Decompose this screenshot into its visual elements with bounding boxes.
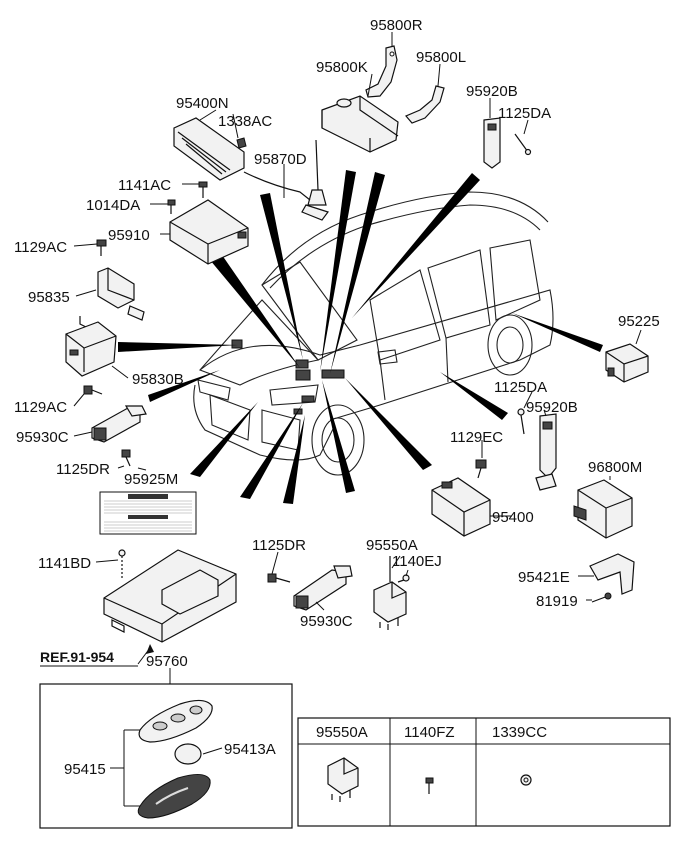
- module-95760: [103, 549, 237, 643]
- label-1125DA-right: 1125DA: [494, 379, 547, 396]
- ref-label: REF.91-954: [40, 649, 114, 665]
- label-95415: 95415: [64, 761, 106, 778]
- label-95835: 95835: [28, 289, 70, 306]
- wedge-95920B-top: [352, 173, 480, 318]
- part-labels: 95800R 95800K 95800L 95400N 1338AC 95920…: [14, 17, 660, 778]
- label-1141AC: 1141AC: [118, 177, 171, 194]
- module-95400: [431, 477, 491, 537]
- module-95910: [169, 199, 249, 265]
- wedge-95800-2: [330, 172, 385, 374]
- clip-1338AC: [236, 137, 247, 149]
- label-1125DR-center: 1125DR: [252, 537, 306, 554]
- label-95225: 95225: [618, 313, 660, 330]
- sensor-95930C-center: [293, 565, 353, 611]
- bolt-1140EJ: [397, 574, 410, 583]
- parts-table: [297, 717, 671, 827]
- label-1125DA-top: 1125DA: [498, 105, 551, 122]
- bracket-95800L: [405, 85, 445, 124]
- leader-lines: [40, 32, 642, 684]
- label-95910: 95910: [108, 227, 150, 244]
- sensor-95930C-left: [91, 405, 147, 443]
- label-95400N: 95400N: [176, 95, 229, 112]
- label-1129AC-bottom: 1129AC: [14, 399, 67, 416]
- wedge-95830B: [118, 342, 238, 352]
- wedge-95225: [512, 313, 603, 352]
- bracket-95800R: [365, 45, 398, 98]
- relay-95550A: [373, 556, 407, 630]
- label-95870D: 95870D: [254, 151, 307, 168]
- module-95400N: [173, 117, 245, 181]
- vehicle-outline: [193, 191, 554, 476]
- screw-81919: [591, 592, 612, 603]
- label-95413A: 95413A: [224, 741, 276, 758]
- label-81919: 81919: [536, 593, 578, 610]
- table-header-1339CC: 1339CC: [492, 724, 547, 741]
- wedge-under-3: [322, 380, 355, 493]
- label-1125DR-left: 1125DR: [56, 461, 110, 478]
- label-1129EC: 1129EC: [450, 429, 503, 446]
- bolt-1125DR-center: [267, 573, 291, 583]
- bracket-95421E: [589, 553, 635, 595]
- label-95830B: 95830B: [132, 371, 184, 388]
- label-1129AC-top: 1129AC: [14, 239, 67, 256]
- label-95920B-right: 95920B: [526, 399, 578, 416]
- wedge-under-1: [240, 403, 303, 499]
- sensor-95835: [97, 267, 145, 321]
- label-95925M: 95925M: [124, 471, 178, 488]
- label-95930C-center: 95930C: [300, 613, 353, 630]
- label-95800R: 95800R: [370, 17, 423, 34]
- module-96800M: [573, 479, 633, 539]
- module-95830B: [65, 316, 117, 377]
- parts-table-headers: 95550A 1140FZ 1339CC: [316, 724, 547, 741]
- wedge-95400N: [260, 193, 303, 360]
- label-95760: 95760: [146, 653, 188, 670]
- wedge-under-2: [283, 415, 305, 504]
- label-96800M: 96800M: [588, 459, 642, 476]
- label-95421E: 95421E: [518, 569, 570, 586]
- label-95800K: 95800K: [316, 59, 368, 76]
- bolt-1129EC: [475, 459, 487, 479]
- label-95800L: 95800L: [416, 49, 466, 66]
- warning-label-sticker: [99, 491, 197, 535]
- wedge-95400: [345, 378, 432, 470]
- bolt-1014DA: [167, 199, 176, 214]
- wedge-95930C-left: [148, 370, 220, 402]
- label-95920B-top: 95920B: [466, 83, 518, 100]
- wedge-95910: [210, 255, 300, 368]
- label-95400: 95400: [492, 509, 534, 526]
- bolt-1141AC: [198, 181, 208, 198]
- relay-95225: [605, 343, 649, 383]
- label-1140EJ: 1140EJ: [392, 553, 442, 570]
- callout-wedges: [118, 170, 603, 504]
- wedge-95920B-right: [440, 372, 508, 420]
- wedge-95800: [320, 170, 356, 372]
- bolt-1125DA-right: [517, 408, 525, 435]
- label-95550A: 95550A: [366, 537, 418, 554]
- antenna-95870D: [243, 139, 329, 221]
- bolt-1125DR-left: [121, 449, 131, 467]
- table-header-1140FZ: 1140FZ: [404, 724, 455, 741]
- label-95930C-left: 95930C: [16, 429, 69, 446]
- module-95800K: [321, 95, 399, 153]
- wedge-95925M: [190, 402, 258, 477]
- label-1141BD: 1141BD: [38, 555, 91, 572]
- key-fob-box: [39, 683, 293, 829]
- table-header-95550A: 95550A: [316, 724, 368, 741]
- bolt-1129AC-bottom: [83, 385, 103, 395]
- label-1338AC: 1338AC: [218, 113, 272, 130]
- sensor-95920B-top: [483, 117, 532, 169]
- sensor-95920B-right: [535, 413, 557, 491]
- bolt-1129AC-top: [96, 239, 107, 256]
- label-1014DA: 1014DA: [86, 197, 140, 214]
